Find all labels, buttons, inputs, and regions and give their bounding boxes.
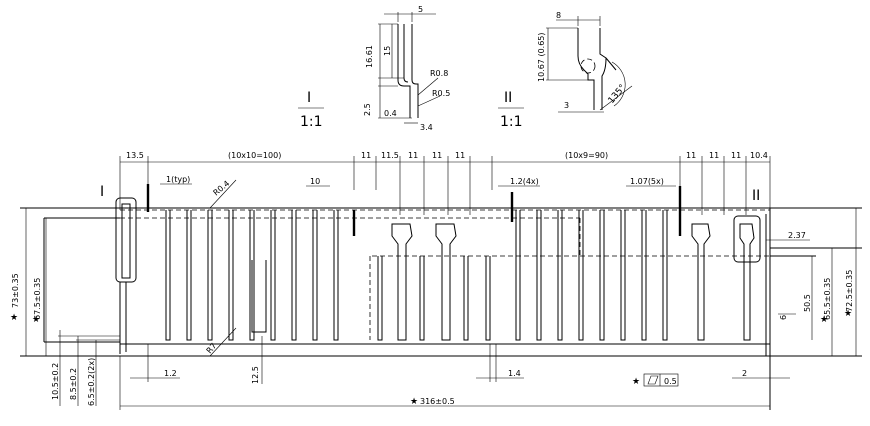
top-dim-4: 11.5: [381, 151, 399, 160]
pin-slot: [165, 210, 171, 341]
right-dim-1: 65.5±0.35: [823, 278, 832, 320]
paddle-pin: [391, 223, 413, 341]
detail-i-dim-r1: R0.8: [430, 69, 448, 78]
detail-ii-view: 8 10.67 (0.65) 3 135° II 1:1: [498, 11, 633, 130]
star-left-1: ★: [10, 313, 18, 323]
label-typ: 1(typ): [166, 175, 190, 184]
bottom-dim-12-5: 12.5: [251, 366, 260, 384]
detail-i-view: 5 16.61 15 R0.8 R0.5 2.5 0.4 3.4 I 1:1: [298, 5, 450, 132]
left-dim-1: 73±0.35: [11, 273, 20, 308]
detail-ii-roman: II: [504, 90, 512, 106]
pin-slot: [186, 210, 192, 341]
paddle-pin: [435, 223, 457, 341]
detail-i-dim-top: 5: [418, 5, 423, 14]
pin-slot: [249, 210, 255, 341]
pin-slot: [419, 256, 425, 341]
pin-slot: [515, 210, 521, 341]
detail-ii-dim-w: 3: [564, 101, 569, 110]
pin-slot: [291, 210, 297, 341]
label-r04: R0.4: [212, 179, 232, 198]
star-right-2: ★: [844, 309, 852, 319]
label-1-07x5: 1.07(5x): [630, 177, 664, 186]
pin-slot: [620, 210, 626, 341]
top-dim-9: 11: [686, 151, 696, 160]
star-right-1: ★: [820, 315, 828, 325]
pin-slot: [557, 210, 563, 341]
pin-slot: [270, 210, 276, 341]
pin-slot: [578, 210, 584, 341]
top-dim-5: 11: [408, 151, 418, 160]
strip-main-view: 1(typ) R0.4 10 1.2(4x) 1.07(5x) I II R7 …: [20, 175, 862, 410]
label-r7: R7: [205, 341, 219, 355]
detail-i-dim-h1: 16.61: [365, 45, 374, 68]
bottom-dim-3: 6.5±0.2(2x): [87, 358, 96, 406]
paddle-pin: [691, 223, 711, 341]
detail-ii-dim-top: 8: [556, 11, 561, 20]
top-dim-12: 10.4: [750, 151, 768, 160]
bottom-dimensions: 10.5±0.2 8.5±0.2 6.5±0.2(2x) 1.2 12.5 1.…: [51, 330, 790, 410]
detail-i-dim-h2: 15: [383, 46, 392, 56]
pin-slot: [207, 210, 213, 341]
pin-slot: [333, 210, 339, 341]
detail-i-roman: I: [307, 90, 311, 106]
star-total: ★: [410, 397, 418, 407]
top-dim-2: (10x10=100): [228, 151, 281, 160]
top-dim-8: (10x9=90): [565, 151, 608, 160]
pin-slot: [599, 210, 605, 341]
pin-slot: [377, 256, 383, 341]
star-left-2: ★: [32, 315, 40, 325]
right-dim-2: 72.5±0.35: [845, 270, 854, 312]
bottom-dim-1: 10.5±0.2: [51, 363, 60, 400]
bottom-dim-1-2: 1.2: [164, 369, 177, 378]
bottom-dim-2: 8.5±0.2: [69, 368, 78, 400]
detail-i-dim-w1: 0.4: [384, 109, 397, 118]
detail-ii-dim-h1: 10.67 (0.65): [537, 33, 546, 83]
top-dim-10: 11: [709, 151, 719, 160]
top-dim-1: 13.5: [126, 151, 144, 160]
top-dim-11: 11: [731, 151, 741, 160]
label-1-2x4: 1.2(4x): [510, 177, 539, 186]
pin-slot: [641, 210, 647, 341]
flatness-icon: [647, 375, 659, 385]
pin-slot: [485, 256, 491, 341]
top-dim-7: 11: [455, 151, 465, 160]
pin-slot: [536, 210, 542, 341]
pin-slot: [463, 256, 469, 341]
top-dim-6: 11: [432, 151, 442, 160]
label-ten: 10: [310, 177, 320, 186]
side-dimensions: 73±0.35 67.5±0.35 ★ ★ 65.5±0.35 72.5±0.3…: [10, 208, 857, 356]
detail-i-dim-r2: R0.5: [432, 89, 450, 98]
top-dim-3: 11: [361, 151, 371, 160]
detail-i-dim-w2: 3.4: [420, 123, 433, 132]
label-6: 6: [779, 315, 788, 320]
bottom-dim-1-4: 1.4: [508, 369, 521, 378]
pin-slot: [312, 210, 318, 341]
label-roman-ii: II: [752, 188, 760, 204]
label-50-5: 50.5: [803, 294, 812, 312]
bottom-dim-2: 2: [742, 369, 747, 378]
top-dimension-chain: 13.5 (10x10=100) 11 11.5 11 11 11 (10x9=…: [119, 151, 771, 215]
detail-i-scale: 1:1: [300, 114, 323, 130]
bottom-dim-total: 316±0.5: [420, 397, 455, 406]
label-2-37: 2.37: [788, 231, 806, 240]
pin-slot: [662, 210, 668, 341]
flatness-tolerance: 0.5: [664, 377, 677, 386]
star-flatness: ★: [632, 377, 640, 387]
label-roman-i: I: [100, 184, 104, 200]
wide-slot: [251, 260, 267, 333]
left-dim-2: 67.5±0.35: [33, 278, 42, 320]
detail-i-dim-h3: 2.5: [363, 103, 372, 116]
detail-ii-scale: 1:1: [500, 114, 523, 130]
pin-slot: [228, 210, 234, 341]
